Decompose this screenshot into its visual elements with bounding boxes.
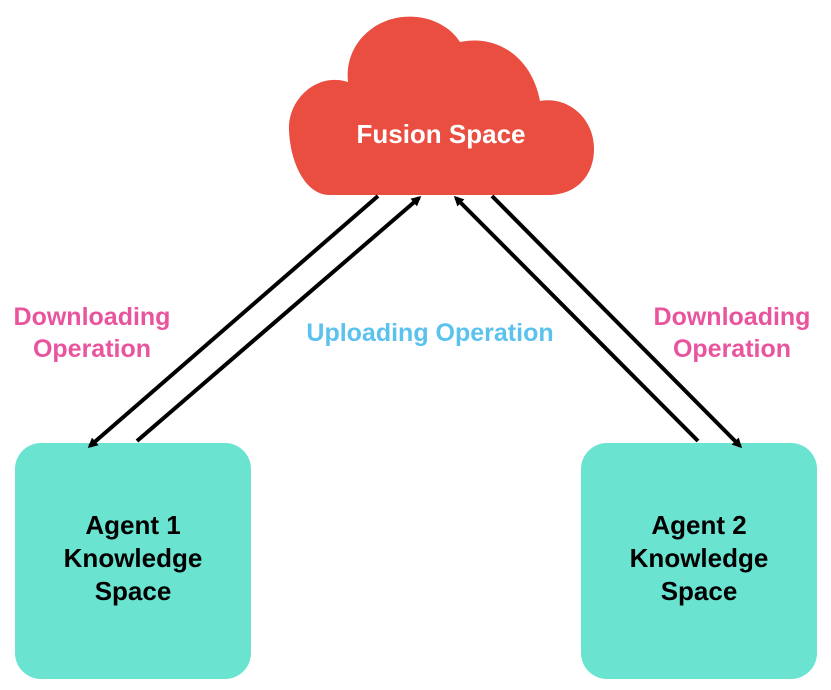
agent-1-label-line2: Knowledge bbox=[64, 543, 203, 573]
agent-1-label-line1: Agent 1 bbox=[85, 510, 180, 540]
right-downloading-label-line1: Downloading bbox=[654, 303, 811, 331]
left-downloading-label-line1: Downloading bbox=[14, 303, 171, 331]
arrow-download-to-agent-2 bbox=[490, 194, 743, 449]
agent-1-label-line3: Space bbox=[95, 576, 172, 606]
fusion-space-label: Fusion Space bbox=[356, 119, 525, 149]
agent-2-label-line2: Knowledge bbox=[630, 543, 769, 573]
arrow-upload-from-agent-2 bbox=[453, 195, 700, 443]
left-downloading-label-line2: Operation bbox=[33, 335, 151, 363]
agent-2-box bbox=[581, 443, 817, 679]
uploading-label: Uploading Operation bbox=[306, 319, 553, 347]
agent-2-node: Agent 2 Knowledge Space bbox=[581, 443, 817, 679]
agent-2-label-line3: Space bbox=[661, 576, 738, 606]
fusion-space-node: Fusion Space bbox=[288, 16, 594, 196]
agent-1-box bbox=[15, 443, 251, 679]
arrow-download-to-agent-1 bbox=[87, 194, 380, 448]
agent-1-node: Agent 1 Knowledge Space bbox=[15, 443, 251, 679]
right-downloading-label-line2: Operation bbox=[673, 335, 791, 363]
arrow-upload-from-agent-1 bbox=[135, 196, 422, 443]
fusion-space-cloud-shape bbox=[288, 16, 594, 196]
agent-2-label-line1: Agent 2 bbox=[651, 510, 746, 540]
